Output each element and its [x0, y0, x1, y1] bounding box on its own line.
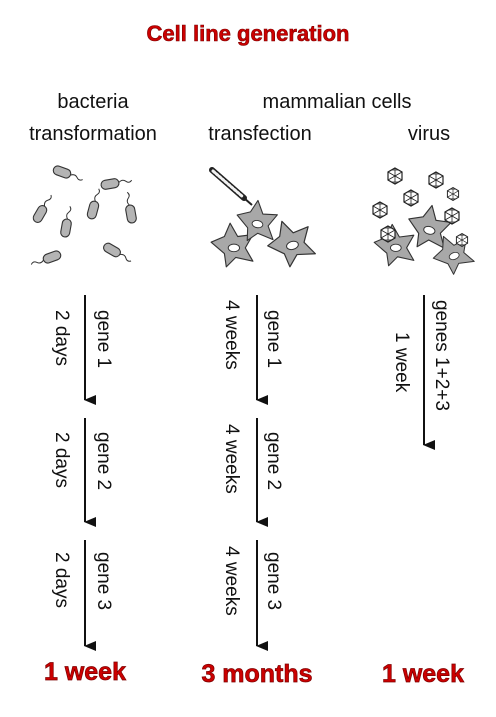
transfection-timeline: gene 1 4 weeks gene 2 4 weeks gene 3 4 w…: [221, 295, 284, 651]
step-gene-label: gene 1: [263, 310, 284, 368]
header-transfection: transfection: [208, 123, 311, 145]
total-bacteria: 1 week: [44, 658, 126, 686]
step-gene-label: genes 1+2+3: [431, 300, 452, 411]
total-virus: 1 week: [382, 660, 464, 688]
header-transformation: transformation: [29, 123, 157, 145]
header-mammalian-cells: mammalian cells: [263, 91, 412, 113]
step-time-label: 1 week: [391, 332, 412, 393]
transfection-illustration: [209, 167, 318, 272]
total-transfection: 3 months: [201, 660, 312, 688]
step-time-label: 2 days: [51, 310, 72, 366]
step-time-label: 2 days: [51, 432, 72, 488]
step-gene-label: gene 2: [93, 432, 114, 490]
bacteria-illustration: [29, 164, 138, 270]
step-gene-label: gene 3: [93, 552, 114, 610]
title: Cell line generation: [147, 21, 350, 46]
step-time-label: 2 days: [51, 552, 72, 608]
step-gene-label: gene 1: [93, 310, 114, 368]
pipette-icon: [209, 167, 253, 206]
step-time-label: 4 weeks: [221, 300, 242, 370]
step-time-label: 4 weeks: [221, 424, 242, 494]
step-time-label: 4 weeks: [221, 546, 242, 616]
bacteria-timeline: gene 1 2 days gene 2 2 days gene 3 2 day…: [51, 295, 114, 651]
step-gene-label: gene 2: [263, 432, 284, 490]
header-bacteria: bacteria: [57, 91, 129, 113]
header-virus: virus: [408, 123, 450, 145]
step-gene-label: gene 3: [263, 552, 284, 610]
virus-illustration: [372, 167, 477, 280]
virus-timeline: genes 1+2+3 1 week: [391, 295, 452, 450]
